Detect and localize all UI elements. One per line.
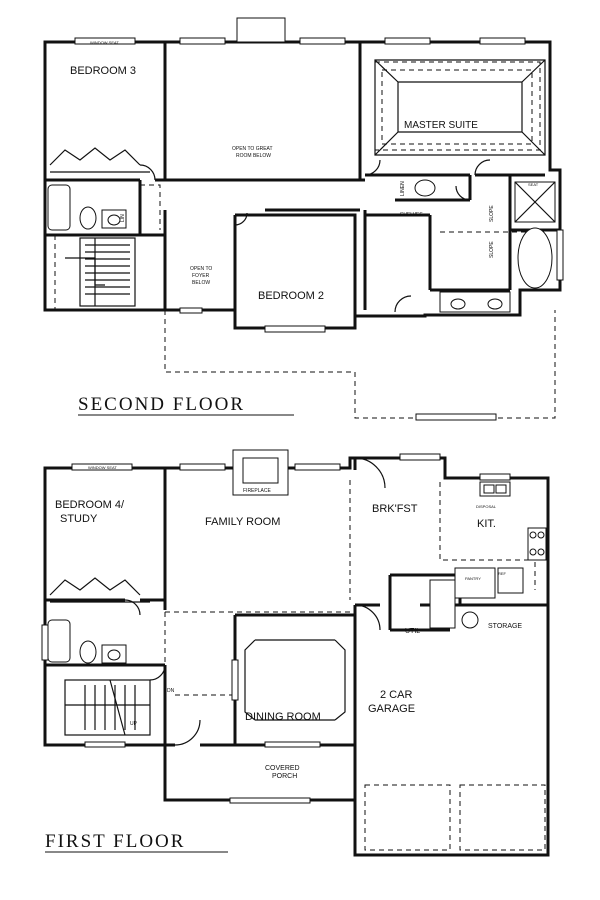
second-floor-plan: BEDROOM 3 WINDOW SEAT OPEN TO GREAT ROOM…: [43, 17, 564, 421]
dining-room-label: DINING ROOM: [245, 711, 321, 723]
lin-label: LIN: [120, 214, 126, 222]
seat-label: SEAT: [528, 182, 539, 187]
open-foyer-label-1: OPEN TO: [190, 266, 212, 272]
first-floor-dashed-lines: [164, 480, 536, 745]
second-floor-title: SECOND FLOOR: [78, 394, 245, 415]
bedroom2-label: BEDROOM 2: [258, 290, 324, 302]
second-floor-outer-walls: [43, 40, 562, 330]
first-floor-stair: [64, 679, 151, 736]
first-floor-title: FIRST FLOOR: [45, 831, 185, 852]
shelves-label: SHELVES: [400, 212, 423, 218]
linen-label: LINEN: [400, 181, 406, 196]
stair-up-label: UP: [130, 721, 138, 727]
open-foyer-label-2: FOYER: [192, 273, 210, 279]
garage-label-1: 2 CAR: [380, 689, 412, 701]
kitchen-fixtures: [429, 481, 547, 629]
bedroom4-window-seat-label: WINDOW SEAT: [88, 465, 117, 470]
stair-dn-label: DN: [167, 688, 175, 694]
slope-label-1: SLOPE: [489, 205, 495, 222]
fireplace-label: FIREPLACE: [243, 488, 271, 494]
family-room-label: FAMILY ROOM: [205, 516, 280, 528]
open-great-room-label-2: ROOM BELOW: [236, 153, 271, 159]
first-floor-doors: [124, 457, 386, 746]
second-floor-interior-walls: [45, 42, 560, 315]
bedroom4-closet: [49, 577, 150, 603]
garage-doors: [364, 784, 546, 851]
bedroom3-closet: [49, 147, 150, 173]
second-floor-bath-fixtures: [47, 179, 556, 313]
first-floor-plan: BEDROOM 4/ STUDY WINDOW SEAT FIREPLACE F…: [41, 449, 550, 857]
kit-label: KIT.: [477, 518, 496, 530]
fireplace: [232, 449, 289, 496]
covered-porch-label-2: PORCH: [272, 773, 297, 780]
first-floor-windows: [41, 453, 511, 804]
brkfst-label: BRK'FST: [372, 503, 418, 515]
first-floor-outer-walls: [43, 456, 550, 857]
pantry-label: PANTRY: [465, 576, 481, 581]
second-floor-stair: [65, 237, 136, 307]
open-great-room-label-1: OPEN TO GREAT: [232, 146, 273, 152]
covered-porch-label-1: COVERED: [265, 765, 300, 772]
second-floor-doors: [139, 159, 491, 313]
bedroom4-label-1: BEDROOM 4/: [55, 499, 125, 511]
storage-label: STORAGE: [488, 623, 522, 630]
first-floor-bath-fixtures: [47, 619, 127, 664]
slope-label-2: SLOPE: [489, 241, 495, 258]
master-suite-label: MASTER SUITE: [404, 120, 478, 131]
second-floor-windows: [74, 17, 564, 421]
open-foyer-label-3: BELOW: [192, 280, 210, 286]
dining-tray-ceiling: [244, 639, 346, 721]
bedroom4-label-2: STUDY: [60, 513, 98, 525]
disposal-label: DISPOSAL: [476, 504, 497, 509]
bedroom3-window-seat-label: WINDOW SEAT: [90, 40, 119, 45]
ref-label: REF: [498, 571, 507, 576]
bedroom3-label: BEDROOM 3: [70, 65, 136, 77]
master-tray-ceiling: [374, 59, 546, 156]
second-floor-dashed-lines: [54, 61, 556, 419]
util-label: UTIL: [405, 628, 420, 635]
garage-label-2: GARAGE: [368, 703, 415, 715]
